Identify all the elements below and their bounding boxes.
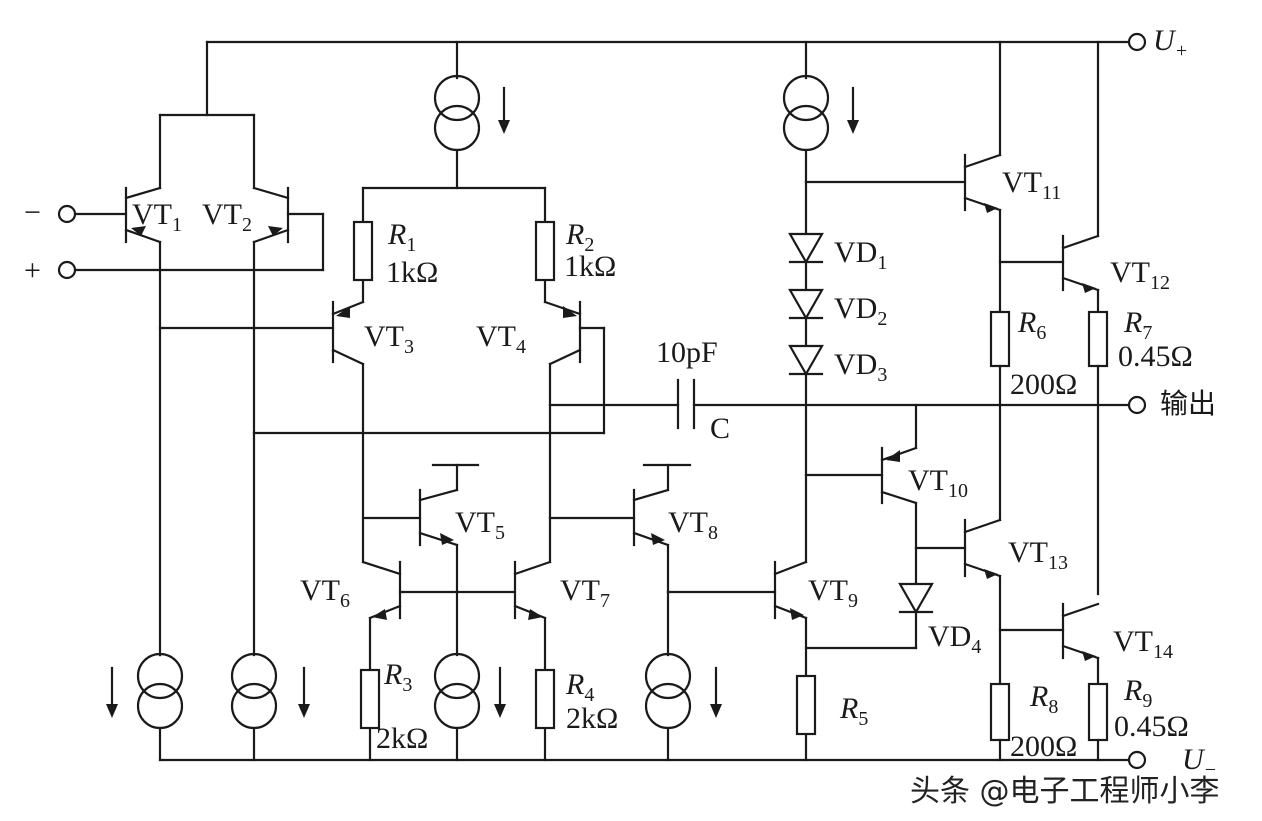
transistor-label-vt5: VT5	[455, 506, 505, 544]
capacitor-name-label: C	[710, 412, 731, 445]
transistor-label-vt1: VT1	[132, 198, 182, 236]
resistor-r5	[795, 674, 817, 736]
resistor-r7	[1087, 310, 1109, 368]
transistor-label-vt2: VT2	[202, 198, 252, 236]
transistor-vt5	[361, 463, 480, 594]
diode-label-vd3: VD3	[834, 348, 888, 386]
resistor-r6	[989, 310, 1011, 368]
current-source-top-right	[782, 40, 859, 184]
transistor-vt10	[880, 403, 967, 584]
output-stage-wiring	[998, 364, 1100, 596]
resistor-label-r5: R5	[840, 692, 869, 730]
resistor-r4	[534, 668, 556, 730]
transistor-vt12	[1061, 40, 1100, 314]
second-stage-wiring	[361, 186, 680, 564]
transistor-vt3	[331, 300, 365, 366]
resistor-label-r3: R3	[384, 658, 413, 696]
resistor-r3	[359, 668, 381, 730]
output-terminal	[1127, 395, 1147, 415]
positive-supply-terminal	[1127, 32, 1147, 52]
diode-vd2	[788, 288, 824, 321]
negative-supply-symbol: U	[1182, 743, 1204, 776]
positive-supply-sub: +	[1174, 40, 1189, 62]
transistor-label-vt12: VT12	[1110, 256, 1170, 294]
compensation-capacitor	[676, 378, 1130, 430]
resistor-r9	[1087, 682, 1109, 742]
diode-vd3	[788, 344, 824, 377]
transistor-vt2	[252, 186, 290, 244]
output-stage-bottom-wiring	[998, 738, 1100, 762]
output-label: 输出	[1160, 387, 1217, 420]
positive-supply-symbol: U	[1153, 24, 1175, 57]
diode-vd4	[898, 582, 934, 650]
transistor-label-vt3: VT3	[364, 320, 414, 358]
resistor-label-r4: R4	[566, 668, 595, 706]
transistor-label-vt6: VT6	[300, 574, 350, 612]
resistor-value-r1: 1kΩ	[386, 256, 439, 289]
watermark: 头条 @电子工程师小李	[910, 774, 1220, 809]
resistor-value-r9: 0.45Ω	[1114, 710, 1189, 743]
resistor-value-r3: 2kΩ	[376, 722, 429, 755]
current-source-bottom-2	[230, 652, 310, 762]
capacitor-value-label: 10pF	[656, 336, 718, 369]
transistor-label-vt14: VT14	[1113, 625, 1173, 663]
resistor-value-r7: 0.45Ω	[1118, 340, 1193, 373]
inverting-input-terminal	[57, 204, 77, 224]
resistor-value-r8: 200Ω	[1010, 730, 1078, 763]
non-inverting-input-label: +	[24, 254, 41, 287]
transistor-vt11	[963, 40, 1065, 314]
diode-label-vd2: VD2	[834, 292, 888, 330]
current-source-bottom-4	[644, 590, 722, 762]
inverting-input-label: −	[24, 196, 41, 229]
current-source-bottom-1	[106, 652, 184, 762]
transistor-vt13	[963, 518, 1065, 686]
resistor-value-r6: 200Ω	[1010, 368, 1078, 401]
transistor-vt4	[543, 300, 582, 366]
resistor-r1	[352, 220, 374, 282]
resistor-label-r9: R9	[1124, 674, 1153, 712]
transistor-vt1	[124, 186, 162, 244]
diode-label-vd4: VD4	[928, 620, 982, 658]
transistor-vt7	[513, 560, 552, 620]
negative-supply-terminal	[1127, 750, 1147, 770]
current-source-top-left	[433, 40, 510, 190]
current-source-bottom-3	[433, 590, 506, 762]
input-pair-wiring	[74, 40, 606, 657]
resistor-value-r4: 2kΩ	[566, 702, 619, 735]
non-inverting-input-terminal	[57, 260, 77, 280]
resistor-r8	[989, 682, 1011, 742]
transistor-vt6	[361, 560, 402, 620]
diode-vd1	[788, 232, 824, 265]
diode-label-vd1: VD1	[834, 236, 888, 274]
resistor-label-r1: R1	[388, 218, 417, 256]
resistor-value-r2: 1kΩ	[564, 250, 617, 283]
negative-supply-label: U−	[1182, 743, 1217, 781]
resistor-label-r2: R2	[566, 218, 595, 256]
negative-supply-sub: −	[1203, 759, 1218, 781]
transistor-vt8	[548, 463, 692, 594]
transistor-label-vt13: VT13	[1008, 536, 1068, 574]
transistor-label-vt10: VT10	[908, 464, 968, 502]
transistor-label-vt8: VT8	[668, 506, 718, 544]
transistor-vt9	[666, 560, 918, 762]
resistor-label-r7: R7	[1124, 306, 1153, 344]
positive-supply-label: U+	[1153, 24, 1188, 62]
transistor-vt14	[1061, 602, 1100, 686]
transistor-label-vt4: VT4	[476, 320, 526, 358]
current-mirror-wiring	[368, 590, 547, 762]
transistor-label-vt11: VT11	[1002, 166, 1062, 204]
transistor-label-vt7: VT7	[560, 574, 610, 612]
resistor-r2	[534, 220, 556, 282]
transistor-label-vt9: VT9	[808, 574, 858, 612]
resistor-label-r8: R8	[1030, 680, 1059, 718]
resistor-label-r6: R6	[1018, 306, 1047, 344]
